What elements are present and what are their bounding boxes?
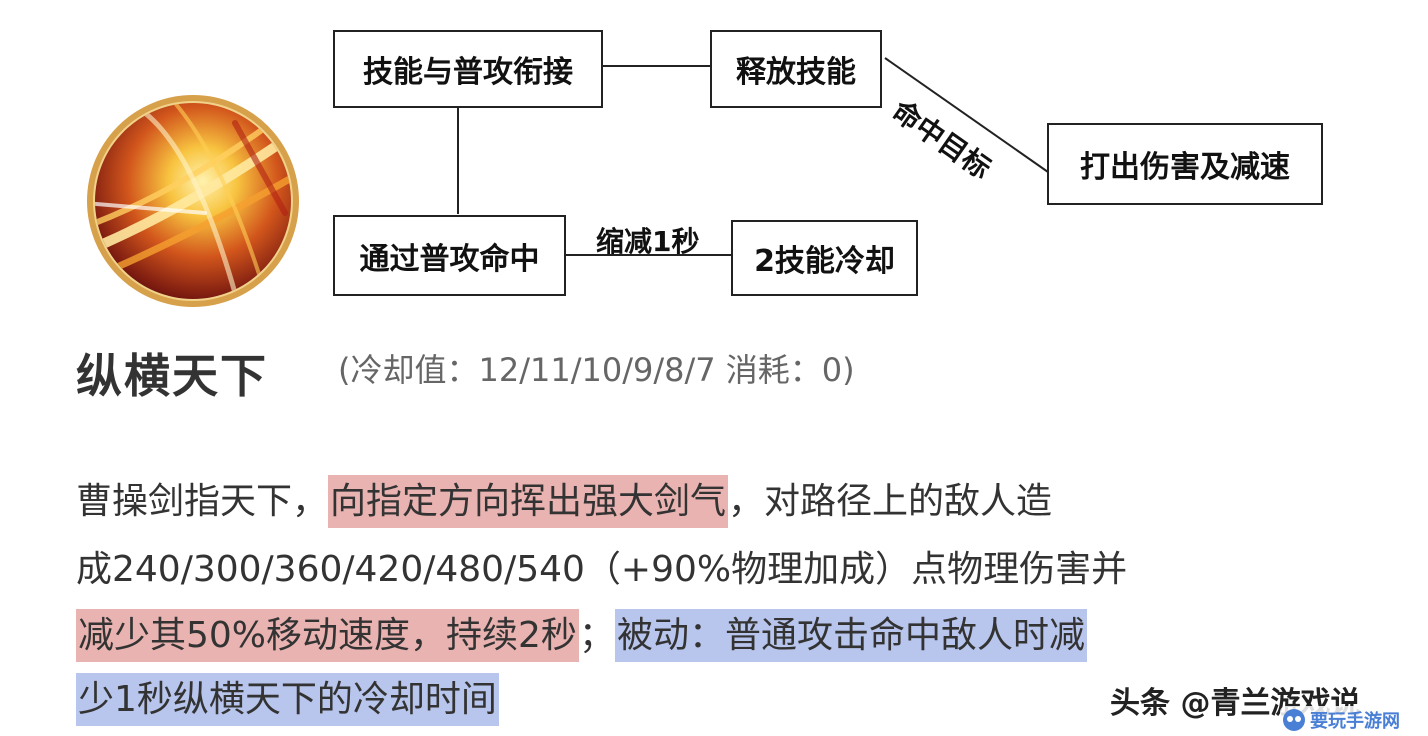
flow-box-cast-label: 释放技能 xyxy=(736,55,856,90)
skill-meta: (冷却值：12/11/10/9/8/7 消耗：0) xyxy=(338,351,855,389)
flow-box-result: 打出伤害及减速 xyxy=(1047,123,1323,205)
highlight-red-text: 减少其50%移动速度，持续2秒 xyxy=(76,609,579,662)
skill-sword-qi-icon xyxy=(87,95,299,307)
flow-box-link: 技能与普攻衔接 xyxy=(333,30,603,108)
flow-box-cast: 释放技能 xyxy=(710,30,882,108)
flow-box-result-label: 打出伤害及减速 xyxy=(1080,150,1290,185)
flow-box-cooldown-label: 2技能冷却 xyxy=(754,244,895,279)
description-text: 曹操剑指天下， xyxy=(76,481,329,522)
flow-box-cooldown: 2技能冷却 xyxy=(731,220,918,296)
description-line-1: 曹操剑指天下，向指定方向挥出强大剑气，对路径上的敌人造 xyxy=(76,468,1256,536)
flow-box-basic-hit-label: 通过普攻命中 xyxy=(359,241,540,277)
badge-text: 要玩手游网 xyxy=(1310,710,1400,732)
gamepad-icon xyxy=(1283,709,1305,731)
description-text: 成240/300/360/420/480/540（+90%物理加成）点物理伤害并 xyxy=(76,549,1128,590)
description-line-3: 减少其50%移动速度，持续2秒；被动：普通攻击命中敌人时减 xyxy=(76,602,1256,670)
site-badge: 要玩手游网 xyxy=(1280,706,1420,734)
flow-box-basic-hit: 通过普攻命中 xyxy=(333,215,566,296)
flow-box-link-label: 技能与普攻衔接 xyxy=(363,55,573,90)
highlight-red-text: 向指定方向挥出强大剑气 xyxy=(328,475,729,528)
description-line-4: 少1秒纵横天下的冷却时间 xyxy=(76,666,1256,734)
description-text: ； xyxy=(578,615,615,656)
highlight-blue-text: 被动：普通攻击命中敌人时减 xyxy=(614,609,1087,662)
edge-label-reduce: 缩减1秒 xyxy=(596,225,700,258)
highlight-blue-text: 少1秒纵横天下的冷却时间 xyxy=(76,673,499,726)
connector-cast-result xyxy=(884,57,1049,173)
skill-name: 纵横天下 xyxy=(76,349,268,403)
description-line-2: 成240/300/360/420/480/540（+90%物理加成）点物理伤害并 xyxy=(76,536,1256,604)
description-text: ，对路径上的敌人造 xyxy=(728,481,1053,522)
